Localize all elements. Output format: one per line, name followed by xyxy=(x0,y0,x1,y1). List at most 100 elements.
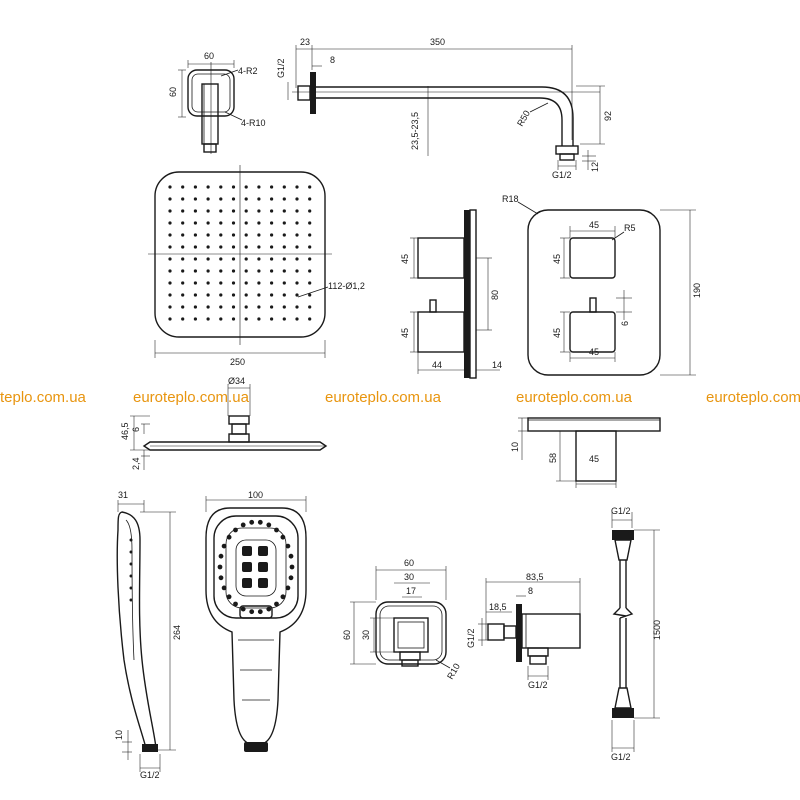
nozzle-hole xyxy=(295,305,299,309)
nozzle-hole xyxy=(219,245,223,249)
nozzle-hole xyxy=(193,269,197,273)
hand-nozzle-hole xyxy=(226,594,232,600)
nozzle-hole xyxy=(308,281,312,285)
hand-nozzle-hole xyxy=(226,534,232,540)
nozzle-hole xyxy=(168,245,172,249)
hose-nut-top xyxy=(612,530,634,540)
mixer-front-knob-bottom xyxy=(569,311,616,353)
nozzle-hole xyxy=(244,233,248,237)
wall-outlet-side-view: 83,5 8 18,5 G1/2 G1/2 xyxy=(466,572,581,690)
nozzle-hole xyxy=(231,269,236,273)
mixer-knob-indicator xyxy=(429,299,437,313)
dim-knob-45b: 45 xyxy=(400,328,410,338)
hand-nozzle-hole xyxy=(249,609,255,615)
dim-head-2-4: 2,4 xyxy=(131,457,141,470)
label-arm-thread-top: G1/2 xyxy=(276,58,286,78)
nozzle-hole xyxy=(244,257,248,261)
nozzle-hole xyxy=(244,209,248,213)
dim-hose-length: 1500 xyxy=(652,620,662,640)
nozzle-hole xyxy=(308,293,312,297)
hand-side-nut xyxy=(142,744,158,752)
hand-nozzle-hole xyxy=(274,527,279,533)
nozzle-holes xyxy=(168,185,312,321)
nozzle-hole xyxy=(270,233,274,237)
nozzle-hole xyxy=(219,185,223,189)
nozzle-hole xyxy=(206,221,210,225)
nozzle-hole xyxy=(231,185,236,189)
dim-outlet-30h: 30 xyxy=(361,630,371,640)
nozzle-hole xyxy=(231,209,236,213)
dim-front-knob-bottom-w: 45 xyxy=(589,347,599,357)
nozzle-hole xyxy=(308,317,312,321)
dim-indicator-height: 6 xyxy=(620,321,630,326)
nozzle-hole xyxy=(181,293,185,297)
nozzle-hole xyxy=(193,317,197,321)
dim-flange-height: 60 xyxy=(168,87,178,97)
nozzle-hole xyxy=(206,305,210,309)
hand-nozzle-hole xyxy=(240,606,246,612)
nozzle-hole xyxy=(295,221,299,225)
nozzle-hole xyxy=(270,209,274,213)
arm-outlet-nut xyxy=(555,145,579,155)
nozzle-hole xyxy=(270,221,274,225)
hand-side-body xyxy=(116,511,157,749)
shower-head-side-view: Ø34 46,5 6 2,4 xyxy=(120,376,328,470)
nozzle-hole xyxy=(282,209,286,213)
nozzle-hole xyxy=(270,281,274,285)
nozzle-hole xyxy=(219,221,223,225)
nozzle-hole xyxy=(282,257,286,261)
hand-nozzle-hole xyxy=(266,606,272,612)
nozzle-hole xyxy=(231,197,236,201)
nozzle-hole xyxy=(219,281,223,285)
nozzle-hole xyxy=(257,197,261,201)
outlet-connector xyxy=(399,651,421,661)
nozzle-hole xyxy=(181,269,185,273)
nozzle-hole xyxy=(193,257,197,261)
mixer-bottom-knob xyxy=(575,430,617,482)
outlet-plate xyxy=(375,601,447,665)
nozzle-hole xyxy=(168,317,172,321)
hand-shower-front-view: 100 xyxy=(205,490,307,752)
nozzle-hole xyxy=(257,221,261,225)
dim-outlet-30w: 30 xyxy=(404,572,414,582)
nozzle-hole xyxy=(219,257,223,261)
nozzle-hole xyxy=(181,221,185,225)
nozzle-hole xyxy=(257,185,261,189)
shower-head-top-view: 112-Ø1,2 250 xyxy=(148,165,365,367)
head-side-body xyxy=(142,441,328,451)
nozzle-hole xyxy=(231,281,236,285)
watermark-text: euroteplo.com.u xyxy=(706,389,800,406)
nozzle-hole xyxy=(206,281,210,285)
nozzle-hole xyxy=(244,305,248,309)
dim-head-size: 250 xyxy=(230,357,245,367)
dim-outlet-length: 83,5 xyxy=(526,572,544,582)
nozzle-hole xyxy=(168,209,172,213)
nozzle-hole xyxy=(193,221,197,225)
mixer-front-indicator xyxy=(589,297,597,313)
nozzle-hole xyxy=(244,293,248,297)
nozzle-hole xyxy=(295,197,299,201)
nozzle-hole xyxy=(168,269,172,273)
hand-nozzle-hole xyxy=(221,543,227,549)
nozzle-hole xyxy=(193,185,197,189)
nozzle-hole xyxy=(231,317,236,321)
dim-outlet-17: 17 xyxy=(406,586,416,596)
mixer-front-view: R18 45 R5 45 190 6 45 45 xyxy=(502,194,702,376)
wall-flange-view: 60 60 4-R2 4-R10 xyxy=(168,51,266,154)
hand-front-center xyxy=(235,539,277,597)
outlet-side-thread xyxy=(487,623,505,641)
nozzle-hole xyxy=(168,281,172,285)
mixer-front-knob-top xyxy=(569,237,616,279)
nozzle-hole xyxy=(193,305,197,309)
nozzle-hole xyxy=(257,233,261,237)
nozzle-hole xyxy=(257,317,261,321)
nozzle-hole xyxy=(282,269,286,273)
dim-hand-length: 264 xyxy=(172,625,182,640)
label-corner-radius: 4-R2 xyxy=(238,66,258,76)
nozzle-hole xyxy=(282,281,286,285)
mixer-plate xyxy=(469,209,477,379)
nozzle-hole xyxy=(181,281,185,285)
watermark-text: euroteplo.com.ua xyxy=(516,389,633,406)
hand-nozzle-hole xyxy=(221,585,227,591)
